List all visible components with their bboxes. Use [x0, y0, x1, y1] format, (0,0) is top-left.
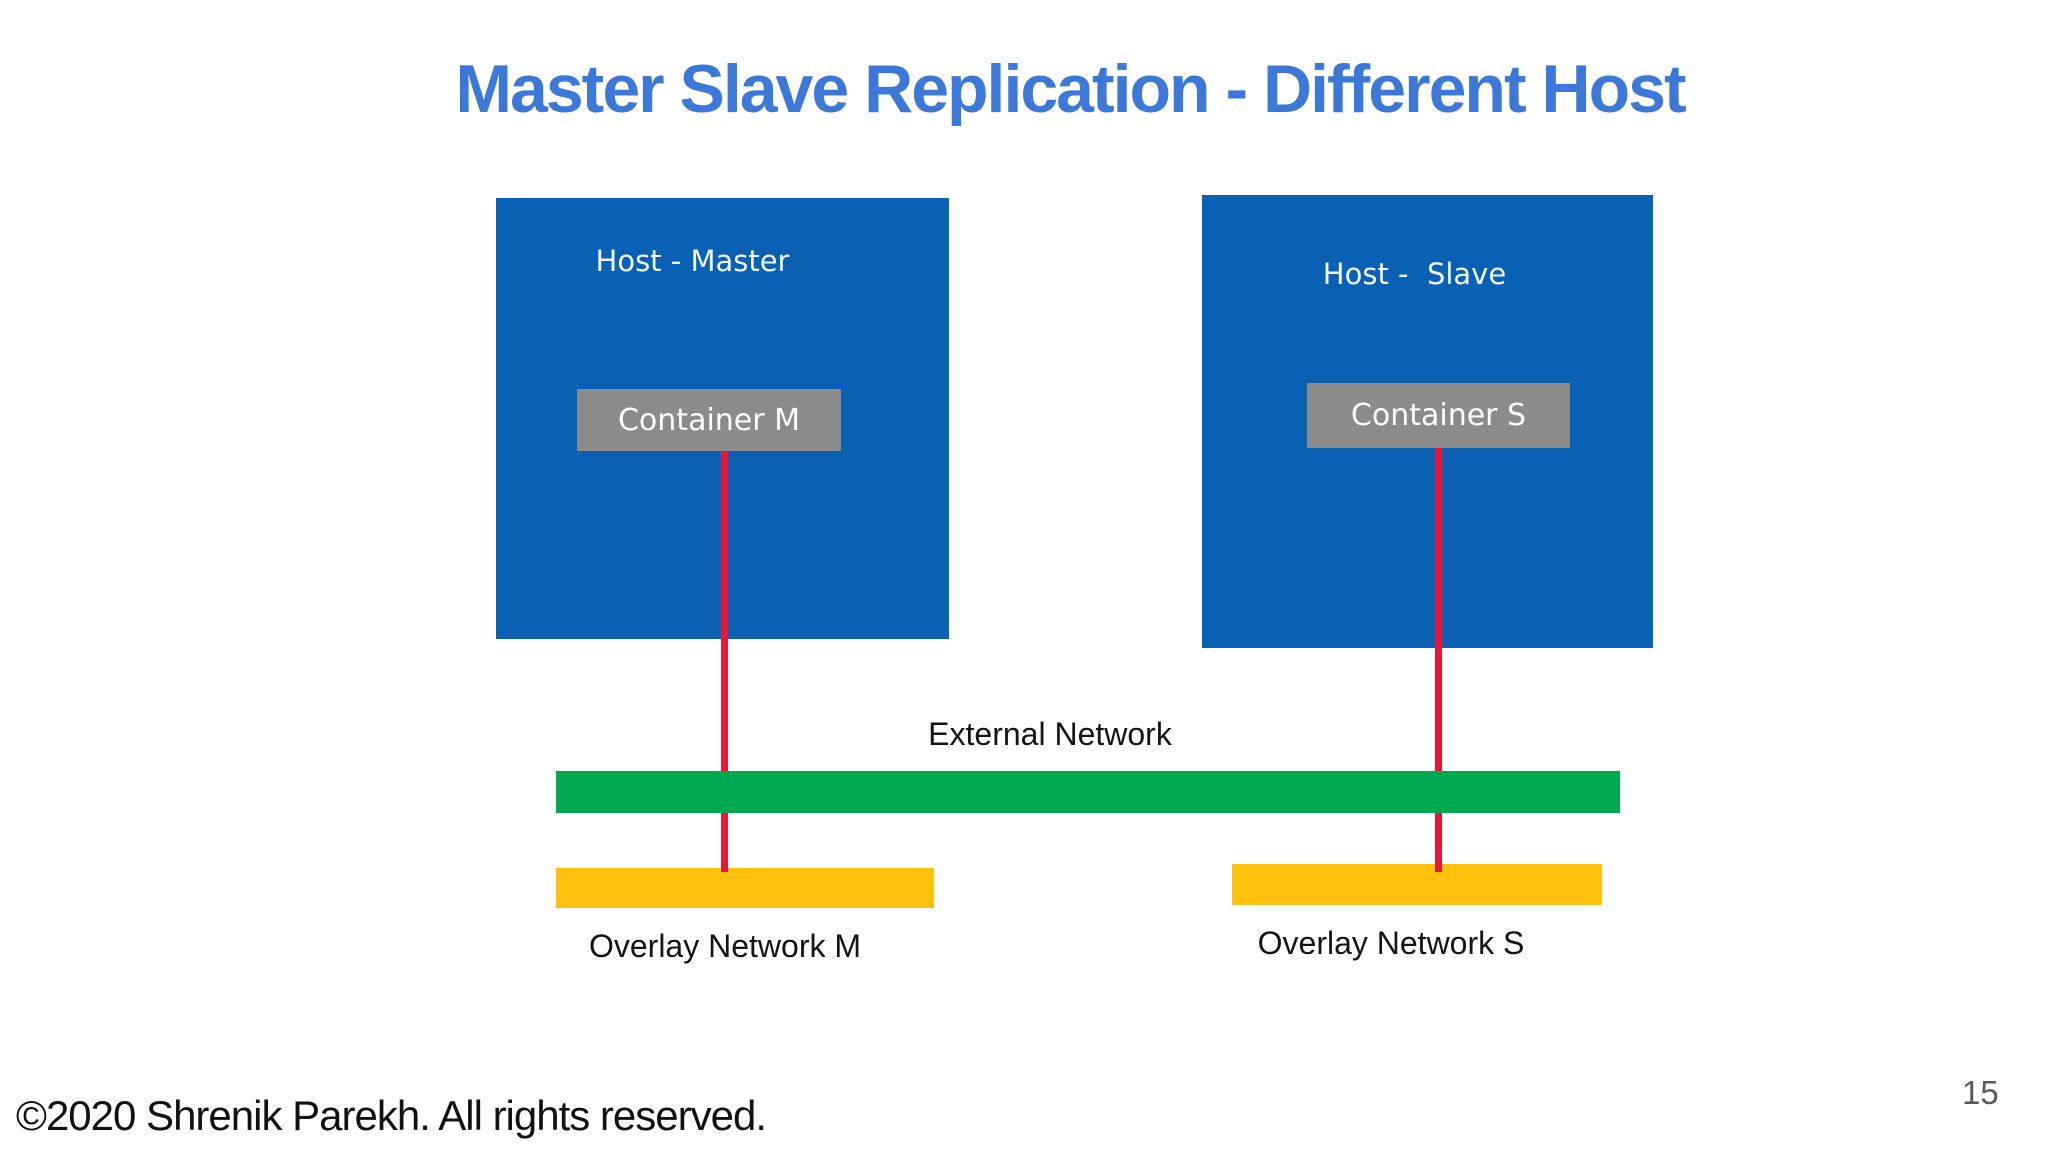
- container-m-box: Container M: [577, 389, 841, 451]
- external-network-label: External Network: [928, 716, 1172, 752]
- copyright-text: ©2020 Shrenik Parekh. All rights reserve…: [16, 1092, 767, 1139]
- overlay-network-m-bar: [556, 868, 934, 908]
- page-title: Master Slave Replication - Different Hos…: [455, 51, 1686, 127]
- host-master-label: Host - Master: [595, 244, 790, 278]
- connector-line-slave: [1435, 448, 1442, 872]
- container-s-box: Container S: [1307, 383, 1570, 448]
- host-slave-box: Host - Slave Container S: [1202, 195, 1653, 648]
- overlay-network-s-label: Overlay Network S: [1257, 925, 1525, 961]
- overlay-network-s-bar: [1232, 864, 1602, 905]
- page-number: 15: [1962, 1074, 1999, 1111]
- host-slave-label: Host - Slave: [1322, 257, 1507, 291]
- overlay-network-m-label: Overlay Network M: [588, 928, 862, 964]
- external-network-bar: [556, 771, 1620, 813]
- connector-line-master: [721, 451, 728, 872]
